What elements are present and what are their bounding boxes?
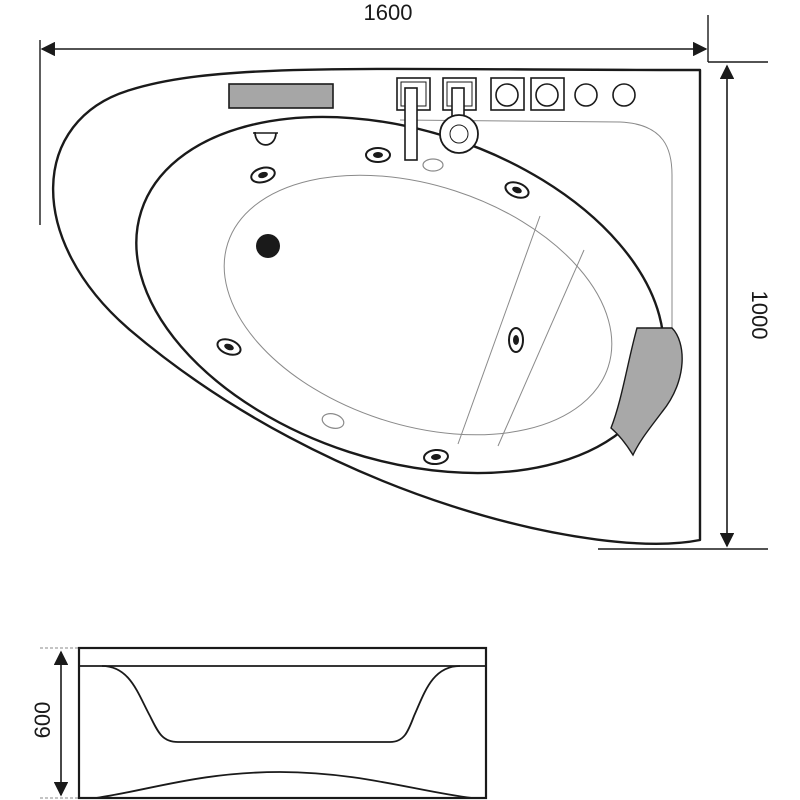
seat-divider-left [457, 215, 541, 445]
overflow-icon [254, 131, 277, 146]
height-dimension: 600 [30, 647, 80, 799]
jet-icon-3 [504, 181, 530, 199]
width-dimension: 1000 [598, 61, 772, 550]
apron-curve [95, 771, 473, 799]
length-label: 1600 [364, 0, 413, 25]
side-view: 600 [30, 646, 488, 800]
deck-inner-contour [399, 119, 673, 330]
headrest-icon [610, 327, 683, 457]
basin-inner [223, 174, 613, 436]
jet-icon-2 [365, 147, 391, 163]
overflow-drain-icon [422, 158, 444, 172]
air-jet-icon [321, 413, 345, 429]
side-frame [77, 646, 488, 800]
jet-icon-6 [508, 327, 524, 353]
top-view: 1600 1000 [39, 0, 772, 550]
button-icon-1 [490, 77, 525, 111]
tub-outer-rim [51, 67, 702, 545]
jet-icon-1 [250, 166, 276, 184]
spout-icon [439, 114, 479, 154]
height-label: 600 [30, 702, 55, 739]
width-label: 1000 [747, 291, 772, 340]
basin-outer [135, 115, 665, 475]
button-icon-4 [612, 83, 636, 107]
jet-icon-5 [423, 448, 449, 466]
seat-divider-right [497, 249, 585, 447]
jet-icon-4 [216, 338, 242, 356]
button-icon-2 [530, 77, 565, 111]
control-panel-icon [228, 83, 334, 109]
basin-profile [101, 665, 461, 743]
button-icon-3 [574, 83, 598, 107]
drain-icon [256, 234, 280, 258]
length-dimension: 1600 [39, 0, 709, 225]
